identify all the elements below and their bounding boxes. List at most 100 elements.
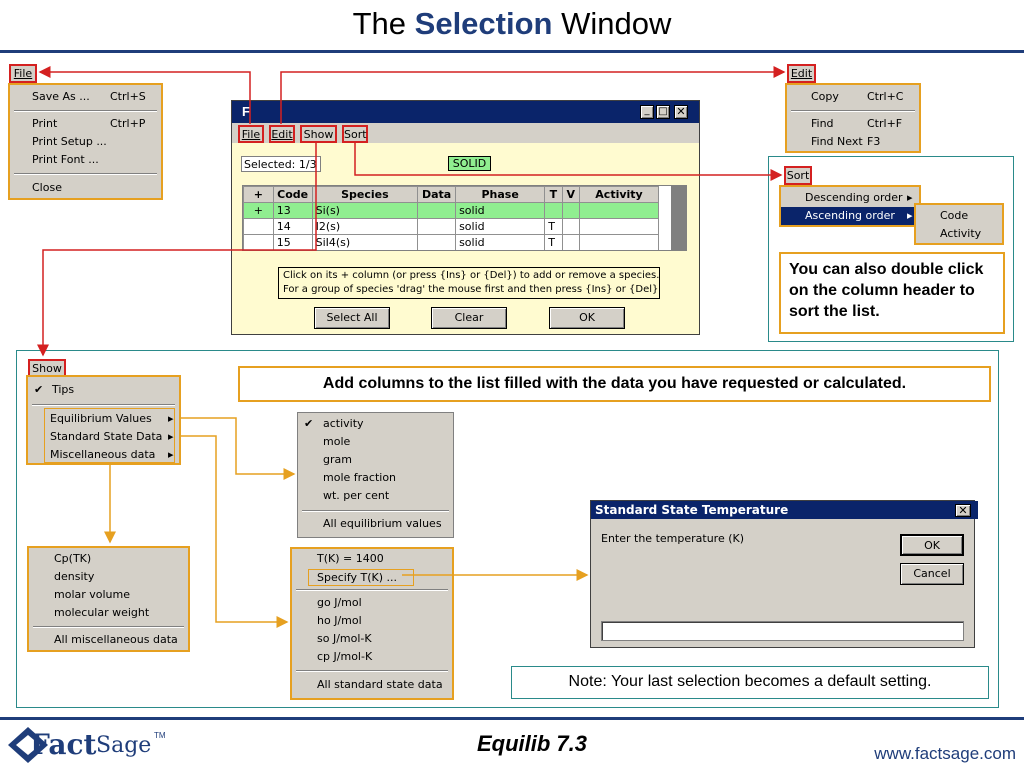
menu-item-ho[interactable]: ho J/mol bbox=[317, 614, 362, 627]
show-menu-tag[interactable]: Show bbox=[28, 359, 66, 378]
select-all-button[interactable]: Select All bbox=[314, 307, 390, 329]
menu-item-ascending[interactable]: Ascending order▸ bbox=[781, 207, 919, 225]
clear-button[interactable]: Clear bbox=[431, 307, 507, 329]
cell-phase: solid bbox=[455, 218, 546, 235]
dialog-cancel-button[interactable]: Cancel bbox=[900, 563, 964, 585]
menu-item-standard[interactable]: Standard State Data▸ bbox=[50, 430, 174, 443]
menu-item-so[interactable]: so J/mol-K bbox=[317, 632, 372, 645]
menu-item-activity[interactable]: ✔activity bbox=[298, 415, 453, 433]
separator bbox=[14, 110, 157, 112]
menu-item-misc[interactable]: Miscellaneous data▸ bbox=[50, 448, 174, 461]
top-rule bbox=[0, 50, 1024, 53]
hint-line-2: For a group of species 'drag' the mouse … bbox=[283, 284, 660, 295]
window-titlebar: F _ □ ✕ bbox=[232, 101, 699, 123]
dialog-prompt: Enter the temperature (K) bbox=[601, 532, 745, 545]
cell-v bbox=[561, 218, 581, 235]
col-header-activity[interactable]: Activity bbox=[579, 186, 659, 203]
cell-plus[interactable]: + bbox=[243, 202, 274, 219]
menu-item-mole[interactable]: mole bbox=[323, 435, 351, 448]
cell-activity bbox=[579, 218, 659, 235]
cell-data bbox=[417, 202, 457, 219]
sort-menu-tag[interactable]: Sort bbox=[784, 166, 812, 185]
minimize-button[interactable]: _ bbox=[640, 105, 654, 119]
show-menu: ✔Tips Equilibrium Values▸ Standard State… bbox=[26, 375, 181, 465]
cell-activity bbox=[579, 202, 659, 219]
window-menu-show[interactable]: Show bbox=[300, 125, 337, 143]
show-submenu-highlight bbox=[44, 408, 175, 463]
menu-item-activity[interactable]: Activity bbox=[940, 227, 982, 240]
menu-item-tips[interactable]: ✔Tips bbox=[28, 381, 179, 399]
col-header-data[interactable]: Data bbox=[417, 186, 457, 203]
file-menu-tag[interactable]: File bbox=[9, 64, 37, 83]
menu-item-molar-volume[interactable]: molar volume bbox=[54, 588, 131, 601]
menu-item-go[interactable]: go J/mol bbox=[317, 596, 362, 609]
temperature-input[interactable] bbox=[601, 621, 964, 641]
cell-v bbox=[561, 234, 581, 250]
separator bbox=[32, 404, 175, 406]
table-scrollbar[interactable] bbox=[671, 186, 686, 250]
menu-item-gram[interactable]: gram bbox=[323, 453, 352, 466]
logo-mark-icon bbox=[8, 727, 48, 763]
table-row[interactable]: 14 I2(s) solid T bbox=[243, 218, 659, 235]
menu-item-density[interactable]: density bbox=[54, 570, 95, 583]
menu-item-specify-tk[interactable]: Specify T(K) ... bbox=[292, 568, 452, 586]
menu-item-all-misc[interactable]: All miscellaneous data bbox=[54, 633, 178, 646]
sort-panel bbox=[768, 156, 1014, 342]
separator bbox=[302, 510, 449, 512]
menu-item-close[interactable]: Close bbox=[32, 181, 62, 194]
cell-plus[interactable] bbox=[243, 218, 274, 235]
equilibrium-menu: ✔activity mole gram mole fraction wt. pe… bbox=[297, 412, 454, 538]
menu-item-all-equilibrium[interactable]: All equilibrium values bbox=[323, 517, 442, 530]
cell-phase: solid bbox=[455, 202, 546, 219]
ok-button[interactable]: OK bbox=[549, 307, 625, 329]
close-icon[interactable]: ✕ bbox=[674, 105, 688, 119]
dialog-ok-button[interactable]: OK bbox=[900, 534, 964, 556]
menu-item-tk[interactable]: T(K) = 1400 bbox=[317, 552, 384, 565]
menu-item-equilibrium[interactable]: Equilibrium Values▸ bbox=[50, 412, 174, 425]
cell-t bbox=[544, 202, 563, 219]
cell-t: T bbox=[544, 234, 563, 250]
window-menu-edit[interactable]: Edit bbox=[269, 125, 295, 143]
menu-item-cp-std[interactable]: cp J/mol-K bbox=[317, 650, 373, 663]
footer-url[interactable]: www.factsage.com bbox=[874, 744, 1016, 763]
cell-v bbox=[561, 202, 581, 219]
selected-count: Selected: 1/3 bbox=[241, 156, 321, 172]
col-header-phase[interactable]: Phase bbox=[455, 186, 546, 203]
col-header-code[interactable]: Code bbox=[272, 186, 313, 203]
cell-data bbox=[417, 234, 457, 250]
cell-species: SiI4(s) bbox=[311, 234, 419, 250]
selection-window: F _ □ ✕ File Edit Show Sort Selected: 1/… bbox=[231, 100, 700, 335]
maximize-button[interactable]: □ bbox=[656, 105, 670, 119]
menu-item-code[interactable]: Code bbox=[940, 209, 969, 222]
cell-plus[interactable] bbox=[243, 234, 274, 250]
col-header-species[interactable]: Species bbox=[311, 186, 419, 203]
check-icon: ✔ bbox=[34, 383, 44, 396]
col-header-t[interactable]: T bbox=[544, 186, 563, 203]
window-menu-sort[interactable]: Sort bbox=[342, 125, 368, 143]
table-row[interactable]: + 13 Si(s) solid bbox=[243, 202, 659, 219]
menu-item-all-standard[interactable]: All standard state data bbox=[317, 678, 443, 691]
table-row[interactable]: 15 SiI4(s) solid T bbox=[243, 234, 659, 250]
menu-item-molecular-weight[interactable]: molecular weight bbox=[54, 606, 150, 619]
col-header-v[interactable]: V bbox=[561, 186, 581, 203]
menu-item-print-setup[interactable]: Print Setup ... bbox=[32, 135, 107, 148]
menu-item-cp[interactable]: Cp(TK) bbox=[54, 552, 92, 565]
sort-tip-note: You can also double click on the column … bbox=[779, 252, 1005, 334]
col-header-plus[interactable]: + bbox=[243, 186, 274, 203]
phase-badge: SOLID bbox=[448, 156, 491, 171]
edit-menu-tag[interactable]: Edit bbox=[787, 64, 816, 83]
menu-item-mole-fraction[interactable]: mole fraction bbox=[323, 471, 397, 484]
window-menu-file[interactable]: File bbox=[238, 125, 264, 143]
species-table: + Code Species Data Phase T V Activity +… bbox=[242, 185, 687, 251]
dialog-close-icon[interactable]: ✕ bbox=[955, 504, 971, 517]
menu-item-descending[interactable]: Descending order▸ bbox=[805, 191, 913, 204]
menu-item-wt[interactable]: wt. per cent bbox=[323, 489, 390, 502]
menu-item-print-font[interactable]: Print Font ... bbox=[32, 153, 99, 166]
menu-item-save-as[interactable]: Save As ...Ctrl+S bbox=[32, 90, 146, 103]
cell-activity bbox=[579, 234, 659, 250]
dialog-titlebar: Standard State Temperature bbox=[591, 501, 978, 519]
